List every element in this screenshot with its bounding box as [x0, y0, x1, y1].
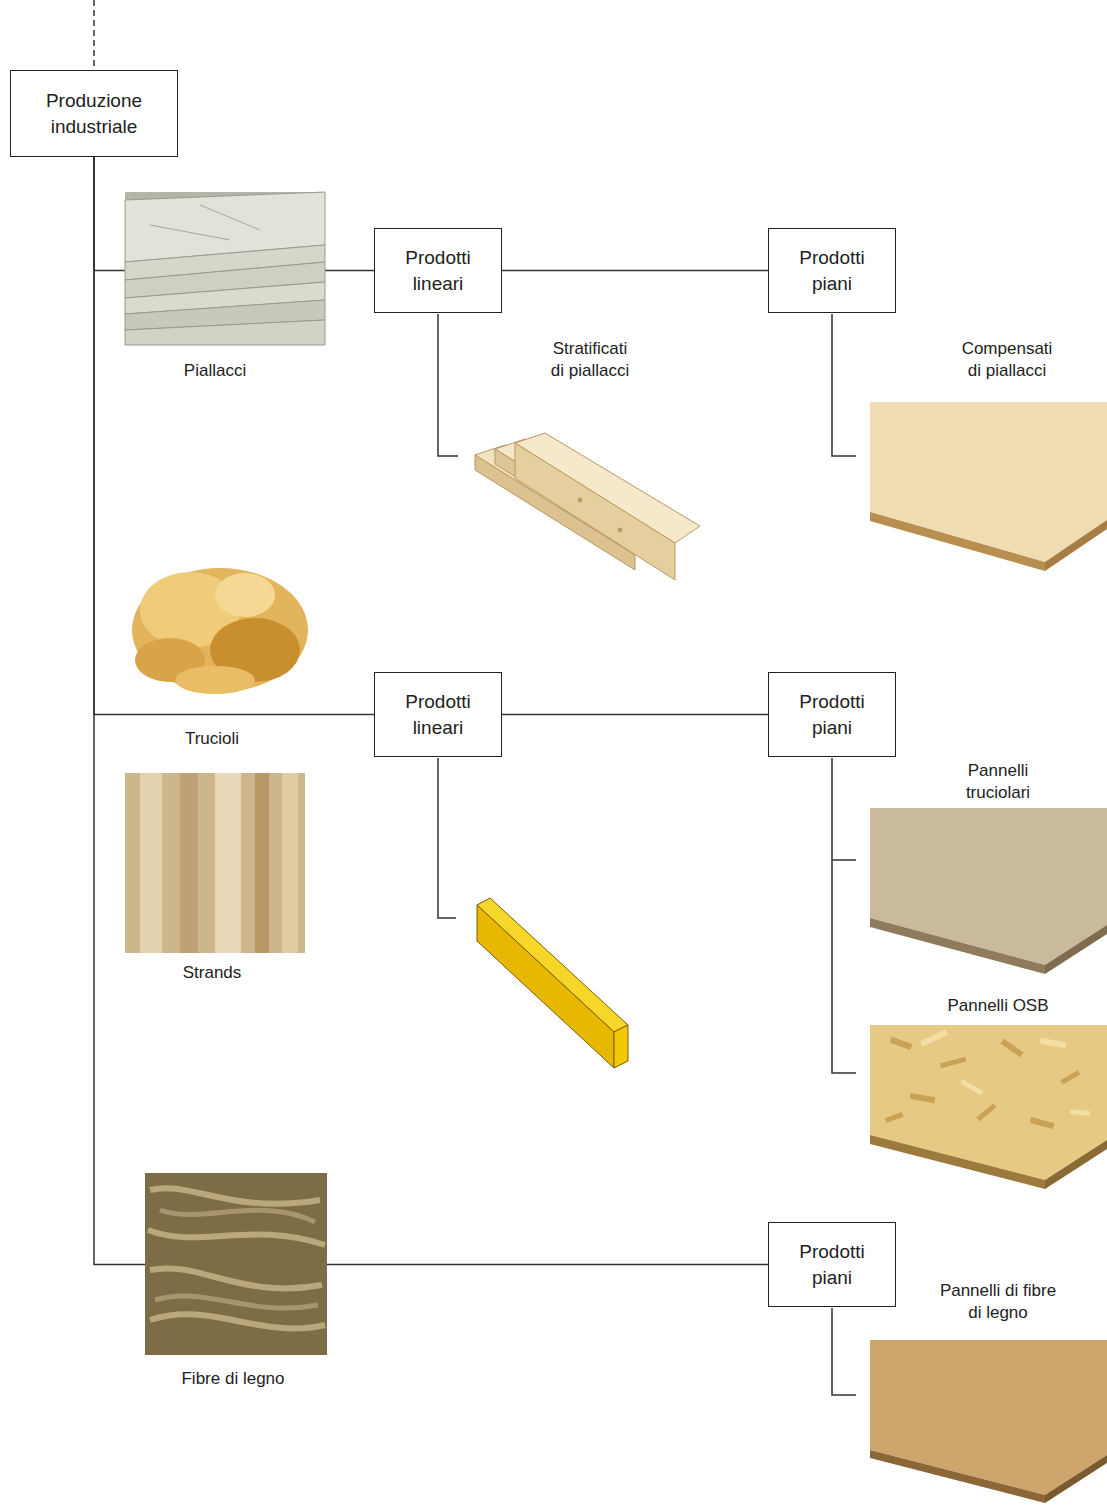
- dashed-line: [93, 0, 95, 69]
- picture-caption: Piallacci: [115, 360, 315, 382]
- fibreboard-picture: [870, 1340, 1107, 1503]
- box-text: Prodotti piani: [777, 1239, 887, 1290]
- picture-caption: Pannelli di fibre di legno: [936, 1280, 1060, 1324]
- connector-line: [94, 157, 768, 1265]
- box-text: Prodotti piani: [777, 689, 887, 740]
- wood-chips-picture: [132, 568, 308, 694]
- picture-caption: Trucioli: [112, 728, 312, 750]
- osb-panel-picture: [870, 1025, 1107, 1189]
- process-box: Prodotti piani: [768, 228, 896, 313]
- process-box: Prodotti piani: [768, 672, 896, 757]
- box-text: Produzione industriale: [19, 88, 169, 139]
- picture-caption: Pannelli OSB: [898, 995, 1098, 1017]
- picture-caption: Stratificati di piallacci: [545, 338, 635, 382]
- picture-caption: Pannelli truciolari: [948, 760, 1048, 804]
- picture-caption: Strands: [112, 962, 312, 984]
- leader-line: [832, 314, 856, 456]
- box-text: Prodotti lineari: [383, 245, 493, 296]
- connector-line: [502, 270, 768, 272]
- beam-picture: [477, 898, 628, 1068]
- picture-caption: Compensati di piallacci: [957, 338, 1057, 382]
- leader-line: [438, 314, 458, 456]
- box-text: Prodotti piani: [777, 245, 887, 296]
- plywood-panel-picture: [870, 402, 1107, 571]
- laminated-planks-picture: [475, 433, 700, 580]
- process-box: Produzione industriale: [10, 70, 178, 157]
- leader-line: [832, 859, 856, 861]
- process-box: Prodotti lineari: [374, 228, 502, 313]
- connector-line: [94, 157, 374, 715]
- veneer-picture: [125, 192, 325, 345]
- leader-line: [438, 758, 456, 918]
- box-text: Prodotti lineari: [383, 689, 493, 740]
- strands-picture: [125, 773, 305, 953]
- process-box: Prodotti lineari: [374, 672, 502, 757]
- connector-line: [502, 714, 768, 716]
- particleboard-picture: [870, 808, 1107, 974]
- leader-line: [832, 758, 856, 1073]
- picture-caption: Fibre di legno: [133, 1368, 333, 1390]
- leader-line: [832, 1308, 856, 1395]
- wood-fibre-picture: [145, 1173, 327, 1355]
- process-box: Prodotti piani: [768, 1222, 896, 1307]
